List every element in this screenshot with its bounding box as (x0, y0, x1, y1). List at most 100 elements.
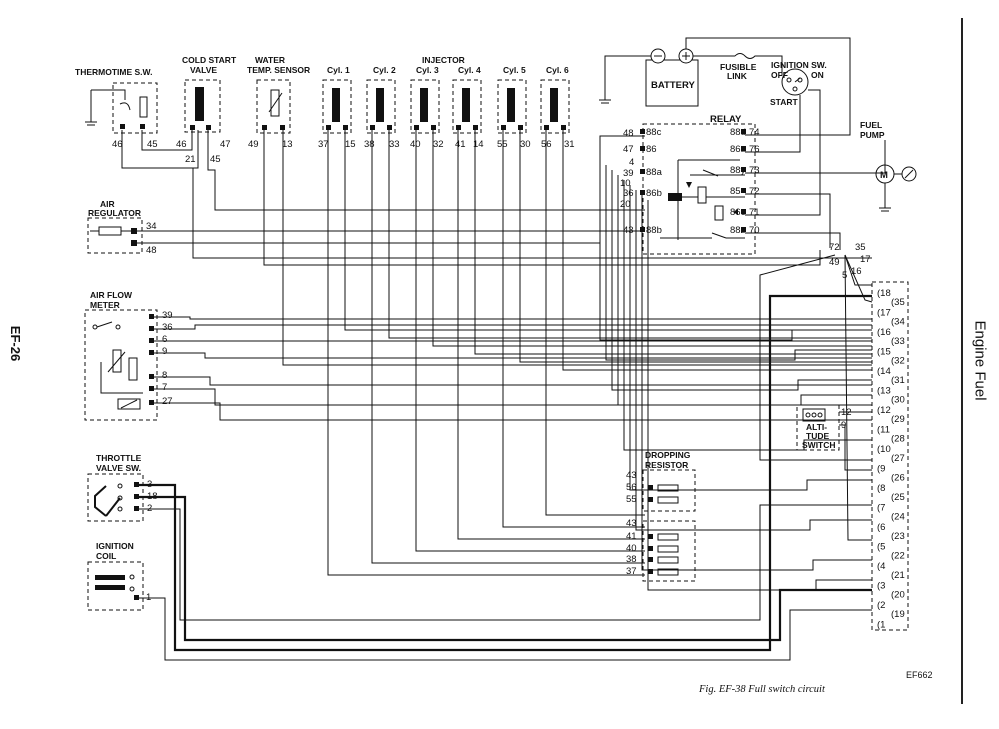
relay-left-pin: 47 (623, 144, 634, 155)
injector-label: INJECTOR (422, 55, 465, 65)
relay-terminal (640, 146, 645, 151)
alt-label-3: SWITCH (802, 440, 836, 450)
connector-pin-right: (35 (891, 297, 905, 308)
water-temp-label-1: WATER (255, 55, 285, 65)
relay-right-pin: 76 (749, 144, 760, 155)
air-flow-label-1: AIR FLOW (90, 290, 133, 300)
junction-wire (844, 254, 872, 286)
injector-wire (432, 130, 872, 347)
junction-16: 16 (851, 266, 862, 277)
relay-wire (745, 193, 831, 248)
dropping-bottom-pin: 37 (626, 566, 637, 577)
afm-wire (154, 352, 872, 359)
afm-pin-8: 8 (162, 370, 167, 381)
dropping-label-1: DROPPING (645, 450, 691, 460)
ignition-start-label: START (770, 97, 799, 107)
wire-layer (121, 37, 886, 661)
fuel-pump-motor: M (875, 140, 917, 212)
junction-wire (844, 254, 873, 303)
water-temp-label-2: TEMP. SENSOR (247, 65, 310, 75)
air-reg-pin-48: 48 (146, 245, 157, 256)
coil-label-1: IGNITION (96, 541, 134, 551)
connector-pin-right: (27 (891, 453, 905, 464)
relay-inner-left-pin: 88b (646, 225, 662, 236)
air-reg-wire (137, 135, 645, 244)
dropping-bottom-pin: 38 (626, 554, 637, 565)
resistor-terminal (648, 485, 653, 490)
relay-wire (745, 89, 821, 216)
throttle-terminal (134, 506, 139, 511)
afm-terminal (149, 374, 154, 379)
cyl6-label: Cyl. 6 (546, 65, 569, 75)
afm-wire (154, 324, 872, 330)
throttle-pin-2: 2 (147, 503, 152, 514)
junction-wire (759, 254, 872, 461)
afm-wire (154, 402, 872, 421)
connector-pin-right: (29 (891, 414, 905, 425)
cold-start-wire (192, 168, 872, 259)
dropping-label-2: RESISTOR (645, 460, 688, 470)
connector-pin-right: (31 (891, 375, 905, 386)
connector-pin-right: (22 (891, 551, 905, 562)
resistor-element (657, 533, 679, 541)
cold-start-label-1: COLD START (182, 55, 237, 65)
signal-wire (599, 160, 872, 341)
coil-label-2: COIL (96, 551, 116, 561)
junction-17: 17 (860, 254, 871, 265)
relay-terminal (741, 188, 746, 193)
thermo-pin-45: 45 (147, 139, 158, 150)
throttle-valve-switch (87, 473, 144, 522)
relay-left-pin: 10 (620, 178, 631, 189)
relay-right-pin: 70 (749, 225, 760, 236)
alt-wire (839, 424, 872, 471)
relay-left-pin: 20 (620, 199, 631, 210)
relay-inner-left-pin: 88c (646, 127, 662, 138)
injector-wire (371, 130, 645, 564)
connector-pin-left: (4 (877, 561, 885, 572)
page-number: EF-26 (8, 325, 24, 362)
injector-cyl1 (322, 79, 352, 134)
relay-left-pin: 43 (623, 225, 634, 236)
coil-pin-1: 1 (146, 592, 151, 603)
afm-pin-39: 39 (162, 310, 173, 321)
air-reg-label-1: AIR (100, 199, 115, 209)
throttle-pin-3: 3 (147, 479, 152, 490)
thermo-pin-46: 46 (112, 139, 123, 150)
throttle-terminal (134, 494, 139, 499)
figure-code: EF662 (906, 670, 933, 680)
injector-wire (415, 130, 645, 552)
connector-pin-left: (5 (877, 542, 885, 553)
junction-49: 49 (829, 257, 840, 268)
relay-left-pin: 48 (623, 128, 634, 139)
section-title: Engine Fuel (971, 320, 989, 401)
junction-wire (844, 254, 872, 541)
relay-wire (745, 95, 801, 153)
connector-pin-left: (1 (877, 620, 885, 631)
injector-wire (562, 130, 872, 371)
connector-pin-left: (10 (877, 444, 891, 455)
connector-pin-left: (11 (877, 425, 890, 436)
cold-pin-47: 47 (220, 139, 231, 150)
connector-pin-right: (21 (891, 570, 905, 581)
cyl6-pin-a: 56 (541, 139, 552, 150)
connector-pin-left: (2 (877, 600, 885, 611)
relay-internals (660, 159, 745, 240)
afm-pin-27: 27 (162, 396, 173, 407)
water-pin-49: 49 (248, 139, 259, 150)
ignition-sw-label: IGNITION SW. (771, 60, 827, 70)
resistor-terminal (648, 534, 653, 539)
resistor-element (657, 568, 679, 576)
connector-pin-left: (18 (877, 288, 891, 299)
water-temp-sensor (256, 79, 291, 134)
cyl1-pin-b: 15 (345, 139, 356, 150)
junction-72: 72 (829, 242, 840, 253)
resistor-element (657, 556, 679, 564)
connector-pin-left: (14 (877, 366, 891, 377)
connector-pin-left: (13 (877, 386, 891, 397)
relay-inner-left-pin: 88a (646, 167, 663, 178)
injector-wire (519, 130, 872, 363)
relay-inner-right-pin: 86a (730, 144, 747, 155)
connector-pin-left: (9 (877, 464, 885, 475)
coil-wire (139, 597, 872, 661)
